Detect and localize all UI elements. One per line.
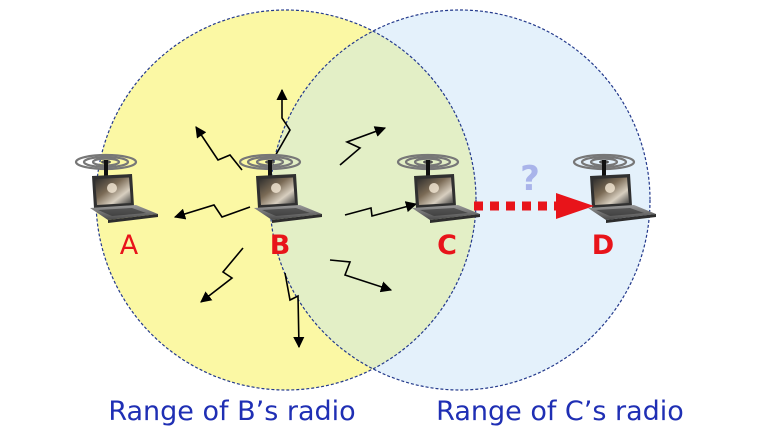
node-label-d: D <box>592 230 614 261</box>
blocked-transmission-arrow <box>474 193 594 219</box>
wireless-signal-arrow-icon <box>284 272 305 349</box>
wireless-signal-arrow-icon <box>344 201 418 218</box>
node-label-b: B <box>270 230 291 261</box>
range-c-caption: Range of C’s radio <box>436 396 684 427</box>
wireless-signal-arrow-icon <box>269 88 291 166</box>
wireless-signal-arrow-icon <box>200 247 244 303</box>
wireless-signal-arrow-icon <box>339 126 387 166</box>
wireless-signal-arrow-icon <box>173 204 251 220</box>
range-overlap <box>270 10 476 390</box>
signal-arrows <box>173 88 418 349</box>
wireless-signal-arrow-icon <box>329 259 393 293</box>
question-mark: ? <box>520 159 540 199</box>
node-label-a: A <box>120 230 139 261</box>
wireless-signal-arrow-icon <box>195 126 243 171</box>
node-label-c: C <box>437 230 457 261</box>
range-b-caption: Range of B’s radio <box>108 396 355 427</box>
